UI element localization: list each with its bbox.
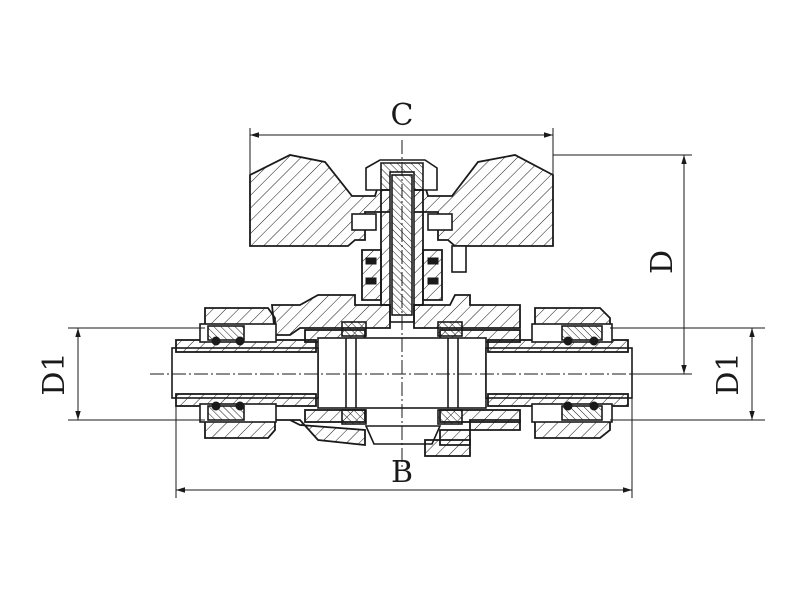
pipe-right	[485, 339, 633, 407]
dimension-d1-left: D1	[37, 327, 205, 421]
dimension-d1-left-label: D1	[37, 352, 72, 395]
centerlines	[150, 140, 655, 470]
dimension-b-label: B	[391, 455, 413, 490]
dimension-d: D	[553, 154, 692, 375]
dimension-c: C	[249, 98, 554, 175]
dimension-d-label: D	[645, 250, 680, 274]
dimension-d1-right: D1	[610, 327, 765, 421]
dimension-b: B	[175, 398, 633, 498]
pipe-left	[171, 339, 319, 407]
compression-nut-right	[531, 307, 613, 439]
dimension-d1-right-label: D1	[711, 352, 746, 395]
compression-nut-left	[199, 307, 277, 439]
dimension-c-label: C	[391, 98, 414, 133]
